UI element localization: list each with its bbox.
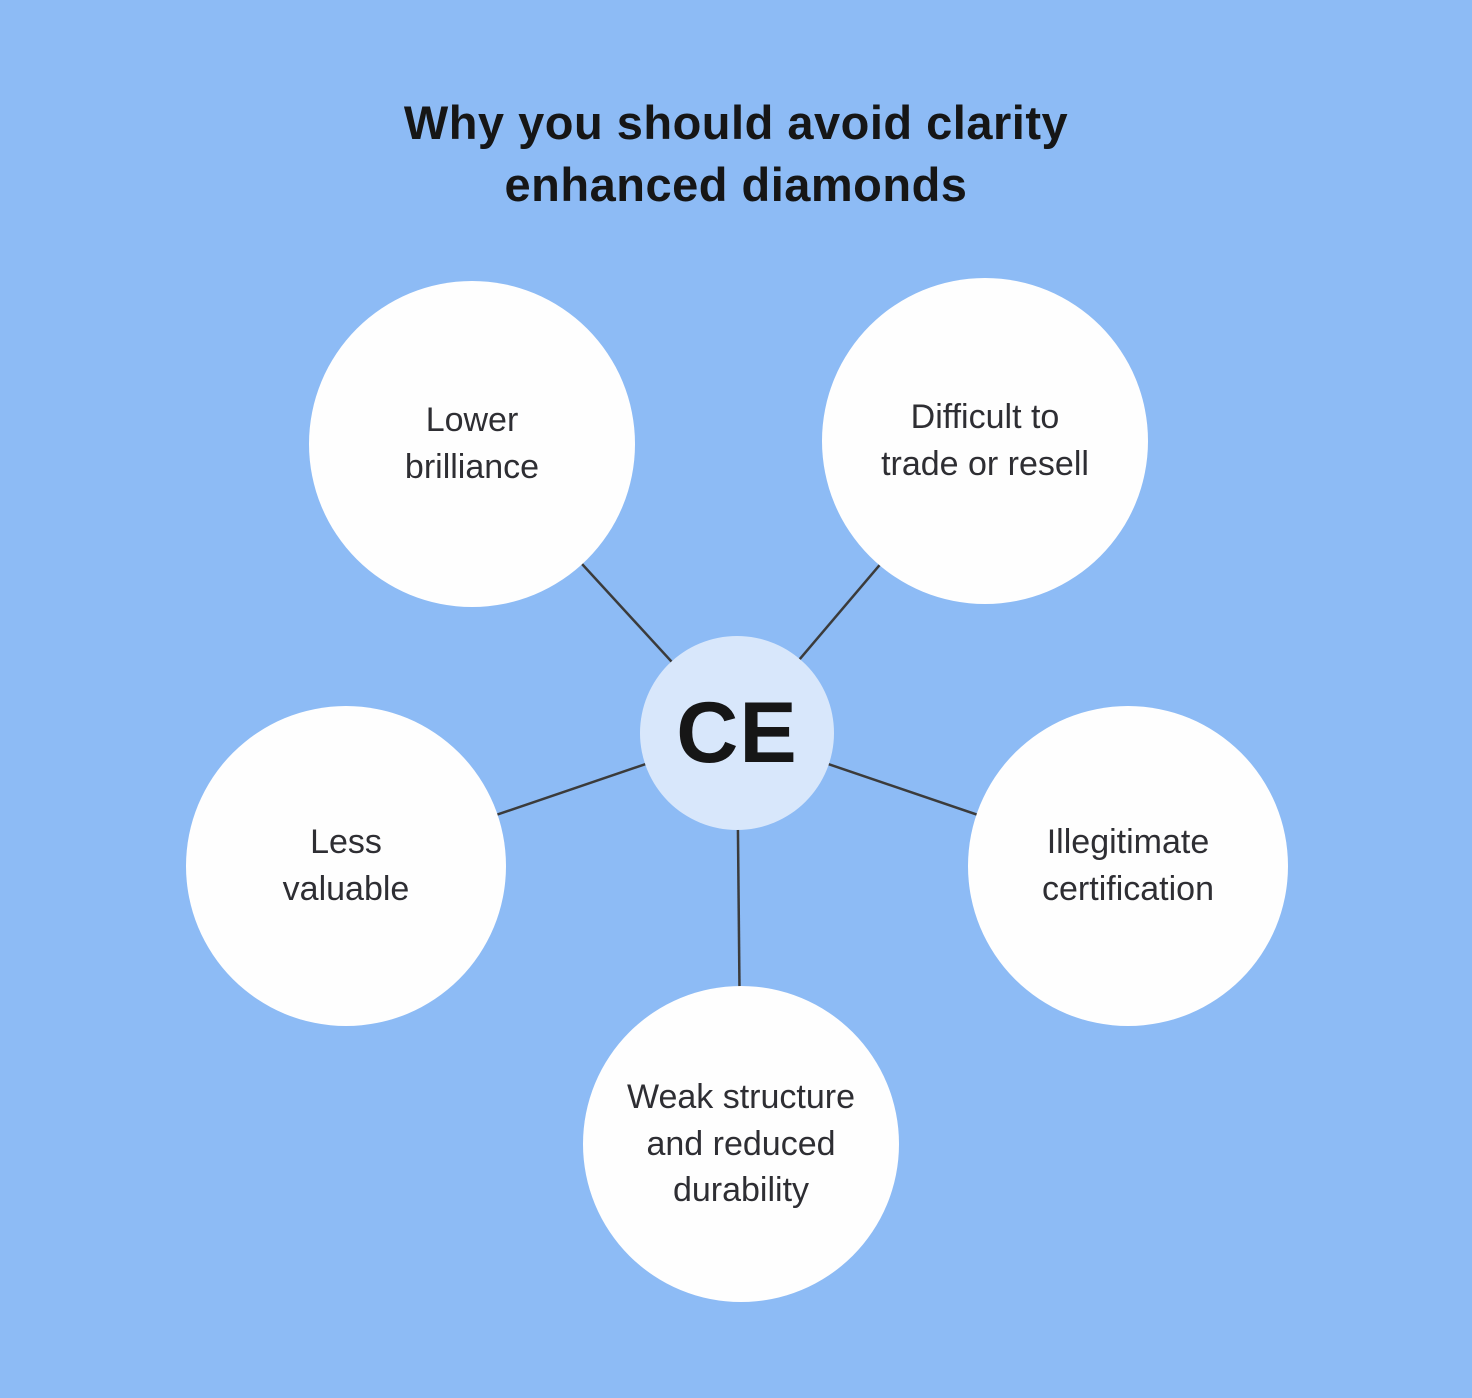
- node-weak-structure-line-1: Weak structure: [626, 1077, 855, 1116]
- node-illegitimate-certification-line-1: Illegitimate: [1046, 823, 1210, 862]
- diagram-title-line-1: Why you should avoid clarity: [403, 96, 1069, 149]
- node-illegitimate-certification-line-2: certification: [1042, 870, 1214, 908]
- node-difficult-to-trade-line-1: Difficult to: [910, 398, 1060, 437]
- node-less-valuable-line-2: valuable: [282, 870, 410, 908]
- node-difficult-to-trade: Difficult to trade or resell: [822, 278, 1148, 604]
- node-less-valuable-line-1: Less: [310, 823, 382, 862]
- node-difficult-to-trade-line-2: trade or resell: [881, 445, 1089, 483]
- node-less-valuable: Less valuable: [186, 706, 506, 1026]
- diagram-title-line-2: enhanced diamonds: [504, 158, 968, 212]
- node-weak-structure-line-2: and reduced: [646, 1124, 836, 1163]
- node-weak-structure: Weak structure and reduced durability: [583, 986, 899, 1302]
- hub-label: CE: [676, 684, 798, 781]
- node-illegitimate-certification: Illegitimate certification: [968, 706, 1288, 1026]
- node-weak-structure-label: Weak structure and reduced durability: [627, 1074, 855, 1215]
- node-lower-brilliance-line-2: brilliance: [404, 448, 540, 486]
- node-weak-structure-line-3: durability: [672, 1171, 810, 1210]
- node-illegitimate-certification-label: Illegitimate certification: [1042, 819, 1214, 913]
- node-lower-brilliance-label: Lower brilliance: [405, 397, 539, 491]
- hub-node-ce: CE: [640, 636, 834, 830]
- diagram-title: Why you should avoid clarity enhanced di…: [0, 92, 1472, 216]
- node-less-valuable-label: Less valuable: [283, 819, 410, 913]
- node-difficult-to-trade-label: Difficult to trade or resell: [881, 394, 1089, 488]
- node-lower-brilliance: Lower brilliance: [309, 281, 635, 607]
- node-lower-brilliance-line-1: Lower: [425, 401, 519, 440]
